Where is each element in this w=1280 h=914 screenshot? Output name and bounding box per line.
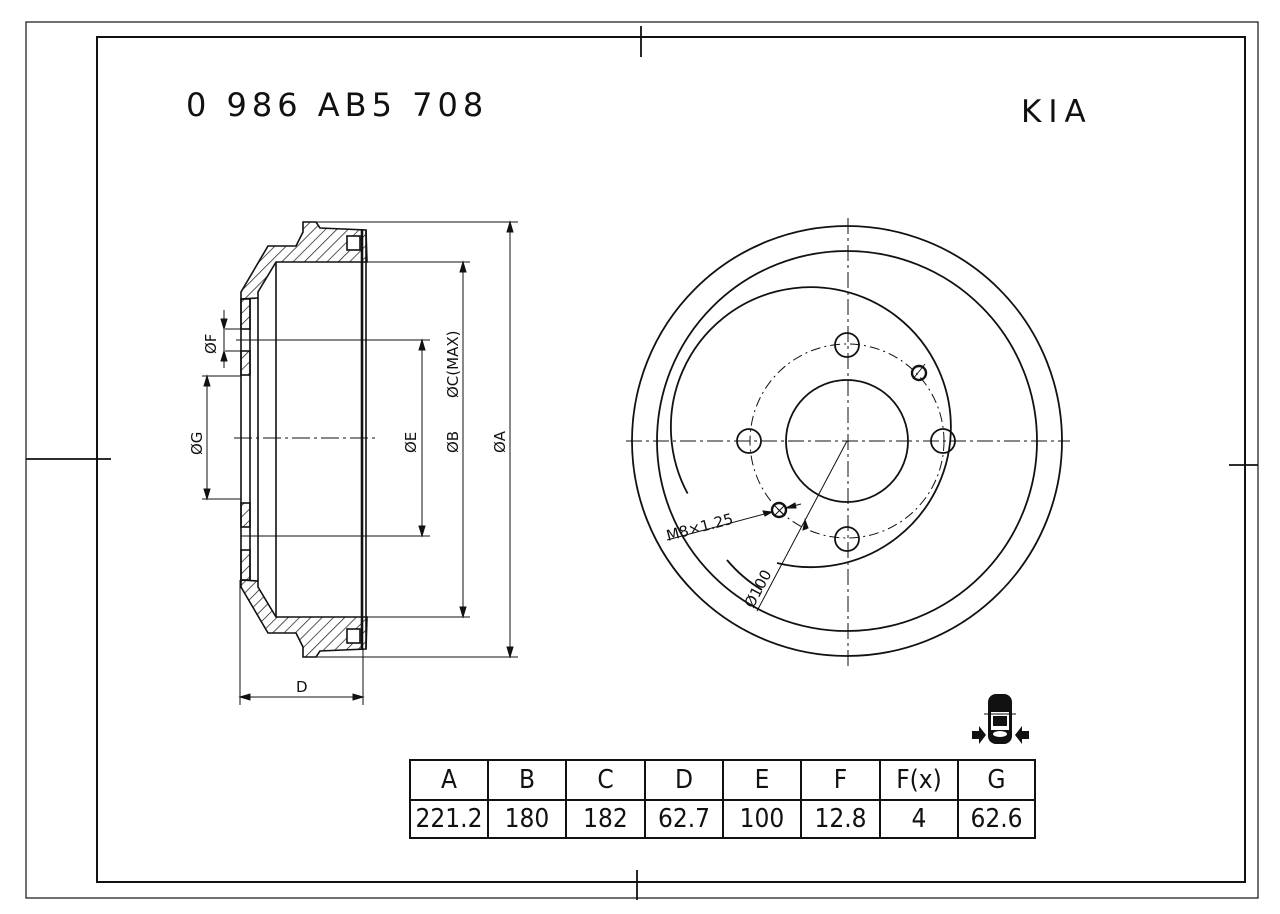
spec-value-c: 182 — [565, 799, 646, 839]
side-view-labels: ØF ØG ØE ØB ØC(MAX) ØA D — [188, 331, 509, 696]
spec-header-a: A — [409, 759, 489, 801]
spec-header-c: C — [565, 759, 646, 801]
label-phi-a: ØA — [491, 430, 509, 453]
side-section-view — [240, 221, 368, 658]
spec-value-f: 12.8 — [800, 799, 881, 839]
bolt-hole — [834, 526, 860, 552]
label-phi-e: ØE — [402, 432, 420, 453]
spec-table-header-row: A B C D E F F(x) G — [409, 759, 1036, 801]
threaded-hole — [910, 364, 928, 382]
thread-label: M8×1.25 — [664, 510, 735, 545]
spec-table-value-row: 221.2 180 182 62.7 100 12.8 4 62.6 — [409, 799, 1036, 839]
side-view-centerline — [234, 339, 378, 439]
label-phi-c-max: ØC(MAX) — [444, 331, 462, 398]
inner-ring-circle — [669, 286, 952, 568]
spec-header-f: F — [800, 759, 881, 801]
front-view-centerlines — [626, 218, 1070, 668]
side-view-dimensions — [202, 220, 518, 705]
spec-value-b: 180 — [487, 799, 567, 839]
bolt-hole — [834, 332, 860, 358]
brand-name: KIA — [1021, 94, 1093, 130]
spec-value-e: 100 — [722, 799, 802, 839]
part-number: 0 986 AB5 708 — [186, 86, 489, 124]
threaded-hole — [770, 501, 788, 519]
bolt-circle-label: Ø100 — [741, 567, 776, 611]
spec-value-d: 62.7 — [644, 799, 724, 839]
front-view-labels: M8×1.25 Ø100 — [664, 510, 775, 611]
label-phi-g: ØG — [188, 432, 206, 455]
label-phi-f: ØF — [202, 334, 220, 354]
spec-value-a: 221.2 — [409, 799, 489, 839]
spec-header-d: D — [644, 759, 724, 801]
label-phi-b: ØB — [444, 431, 462, 453]
spec-value-fx: 4 — [879, 799, 959, 839]
rear-axle-vehicle-icon — [972, 694, 1029, 744]
spec-table: A B C D E F F(x) G 221.2 180 182 62.7 10… — [409, 759, 1036, 839]
inner-frame — [96, 36, 1246, 883]
spec-header-g: G — [957, 759, 1036, 801]
spec-header-fx: F(x) — [879, 759, 959, 801]
outer-frame — [25, 21, 1259, 899]
bolt-circle-leader — [756, 440, 848, 612]
thread-leader — [666, 502, 802, 541]
frame-center-marks — [26, 26, 1258, 900]
spec-header-e: E — [722, 759, 802, 801]
spec-header-b: B — [487, 759, 567, 801]
label-d: D — [296, 678, 308, 696]
hole-crosses — [773, 363, 926, 517]
spec-value-g: 62.6 — [957, 799, 1036, 839]
